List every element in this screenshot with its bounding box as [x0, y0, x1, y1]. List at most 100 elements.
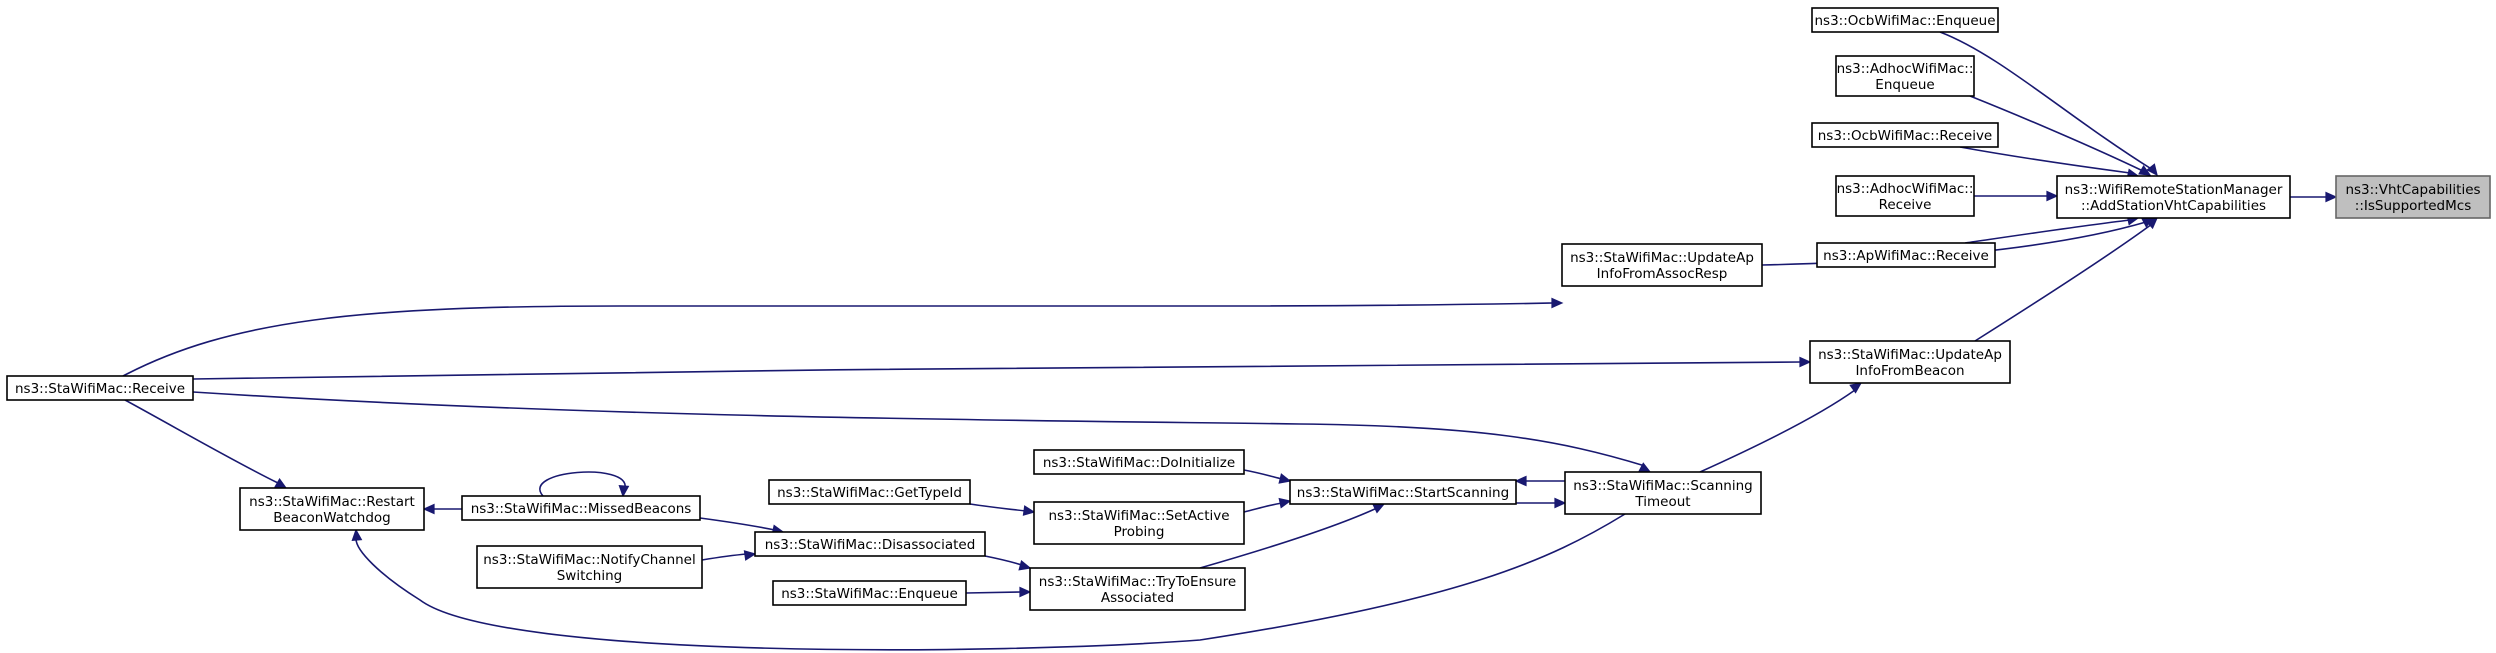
edge-adhoc-receive-to-wrsm-add-station-vht [1974, 190, 2059, 202]
node-adhoc-enqueue[interactable]: ns3::AdhocWifiMac::Enqueue [1835, 55, 1975, 97]
node-sta-disassociated[interactable]: ns3::StaWifiMac::Disassociated [754, 531, 986, 557]
node-label: ::AddStationVhtCapabilities [2081, 198, 2266, 214]
node-label: Receive [1879, 197, 1932, 213]
node-adhoc-receive[interactable]: ns3::AdhocWifiMac::Receive [1835, 175, 1975, 217]
node-box [1561, 243, 1763, 287]
node-box [754, 531, 986, 557]
node-box [476, 545, 703, 589]
node-label: ns3::StaWifiMac::UpdateAp [1818, 347, 2002, 363]
node-label: ns3::AdhocWifiMac:: [1837, 61, 1974, 77]
edge-line [192, 391, 1646, 467]
node-label: ns3::StaWifiMac::MissedBeacons [471, 501, 692, 517]
edge-line [965, 591, 1023, 594]
edge-line [1939, 31, 2154, 171]
node-sta-receive[interactable]: ns3::StaWifiMac::Receive [6, 375, 194, 401]
node-label: ns3::VhtCapabilities [2345, 182, 2480, 198]
edge-line [1959, 146, 2131, 174]
edge-line [984, 555, 1023, 566]
edge-sta-scanning-timeout-to-sta-update-ap-beacon [1699, 382, 1863, 473]
arrowhead [422, 503, 435, 515]
edge-sta-missed-beacons-to-sta-missed-beacons [539, 471, 630, 498]
node-box [1033, 449, 1245, 475]
node-label: ns3::StaWifiMac::StartScanning [1297, 485, 1509, 501]
node-label: ns3::StaWifiMac::GetTypeId [777, 485, 962, 501]
arrowhead [274, 477, 288, 489]
arrowhead [1514, 475, 1527, 487]
edge-line [1243, 502, 1283, 513]
edge-ap-receive-to-wrsm-add-station-vht [1964, 214, 2140, 244]
node-box [768, 479, 971, 505]
arrowhead [618, 484, 630, 498]
arrowhead [1554, 497, 1567, 509]
node-label: InfoFromAssocResp [1597, 266, 1728, 282]
edge-line [1199, 507, 1378, 569]
edge-sta-do-initialize-to-sta-start-scanning [1243, 469, 1292, 484]
arrowhead [1278, 497, 1292, 509]
node-box [1029, 567, 1246, 611]
node-box [1289, 479, 1517, 505]
edge-line [1974, 223, 2153, 342]
node-box [1809, 340, 2011, 384]
edge-sta-scanning-timeout-to-sta-start-scanning [1514, 475, 1565, 487]
node-box [6, 375, 194, 401]
edge-line [1699, 389, 1856, 473]
node-sta-missed-beacons[interactable]: ns3::StaWifiMac::MissedBeacons [461, 495, 701, 521]
node-sta-do-initialize[interactable]: ns3::StaWifiMac::DoInitialize [1033, 449, 1245, 475]
node-sta-enqueue[interactable]: ns3::StaWifiMac::Enqueue [772, 580, 967, 606]
node-box [1811, 7, 1999, 33]
edge-line [355, 513, 1626, 651]
edge-line [1964, 219, 2131, 244]
edge-adhoc-enqueue-to-wrsm-add-station-vht [1969, 95, 2152, 176]
arrowhead [2138, 164, 2152, 176]
node-vht-is-supported-mcs[interactable]: ns3::VhtCapabilities::IsSupportedMcs [2335, 175, 2491, 219]
edge-line [539, 471, 626, 497]
node-label: ns3::StaWifiMac::Receive [15, 381, 185, 397]
arrowhead [1372, 503, 1386, 514]
node-label: ns3::StaWifiMac::UpdateAp [1570, 250, 1754, 266]
node-label: BeaconWatchdog [273, 510, 391, 526]
edge-sta-missed-beacons-to-sta-restart-beacon [422, 503, 462, 515]
node-box [1835, 175, 1975, 217]
node-label: ns3::ApWifiMac::Receive [1823, 248, 1989, 264]
arrowhead [1019, 586, 1032, 598]
node-label: Enqueue [1875, 77, 1934, 93]
node-sta-update-ap-assoc[interactable]: ns3::StaWifiMac::UpdateApInfoFromAssocRe… [1561, 243, 1763, 287]
edge-line [699, 517, 776, 531]
arrowhead [1799, 356, 1812, 368]
node-ocb-enqueue[interactable]: ns3::OcbWifiMac::Enqueue [1811, 7, 1999, 33]
node-label: ns3::StaWifiMac::Disassociated [765, 537, 976, 553]
node-label: Switching [557, 568, 623, 584]
node-label: ns3::OcbWifiMac::Receive [1818, 128, 1993, 144]
edge-sta-enqueue-to-sta-try-to-ensure [965, 586, 1032, 598]
node-box [1564, 471, 1762, 515]
node-ocb-receive[interactable]: ns3::OcbWifiMac::Receive [1811, 122, 1999, 148]
node-wrsm-add-station-vht[interactable]: ns3::WifiRemoteStationManager::AddStatio… [2056, 175, 2291, 219]
node-label: Timeout [1634, 494, 1690, 510]
node-box [1835, 55, 1975, 97]
node-label: Associated [1101, 590, 1174, 606]
edge-line [969, 503, 1027, 512]
node-label: ns3::StaWifiMac::Enqueue [781, 586, 958, 602]
node-sta-get-type-id[interactable]: ns3::StaWifiMac::GetTypeId [768, 479, 971, 505]
edge-ocb-enqueue-to-wrsm-add-station-vht [1939, 31, 2158, 177]
arrowhead [1551, 297, 1564, 309]
arrowhead [1849, 382, 1863, 394]
node-label: ns3::AdhocWifiMac:: [1837, 181, 1974, 197]
node-sta-start-scanning[interactable]: ns3::StaWifiMac::StartScanning [1289, 479, 1517, 505]
node-label: ns3::StaWifiMac::TryToEnsure [1039, 574, 1236, 590]
node-ap-receive[interactable]: ns3::ApWifiMac::Receive [1816, 242, 1996, 268]
node-label: ns3::StaWifiMac::NotifyChannel [483, 552, 696, 568]
arrowhead [2046, 190, 2059, 202]
arrowhead [1018, 560, 1032, 571]
nodes-layer: ns3::VhtCapabilities::IsSupportedMcsns3:… [6, 7, 2491, 611]
edge-line [1969, 95, 2144, 172]
edge-sta-scanning-timeout-to-sta-restart-beacon [351, 513, 1626, 651]
edge-line [124, 399, 279, 484]
node-box [2056, 175, 2291, 219]
